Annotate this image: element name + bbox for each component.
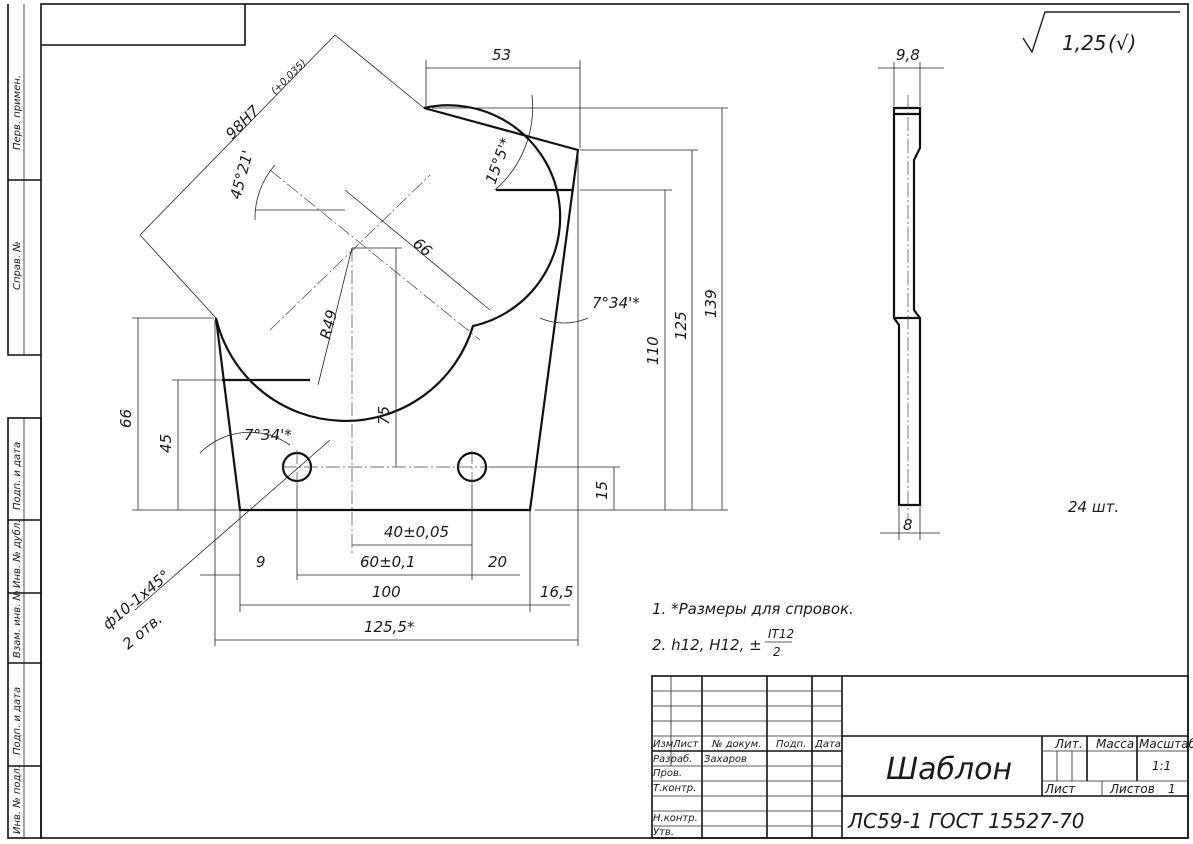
col-podp: Подп. [776,739,806,750]
top-left-stamp [41,4,246,46]
dim-75: 75 [375,406,393,425]
dim-60: 60±0,1 [360,553,416,571]
roughness-value: 1,25 [1062,31,1107,55]
side-strip-lower [7,417,42,839]
dim-angle-45-21: 45°21' [226,148,256,201]
dim-53: 53 [492,46,511,64]
dim-125-5: 125,5* [364,618,415,636]
dim-66-left: 66 [117,409,135,428]
dim-98h7-tolerance: (+0,035) [269,58,308,97]
note-2-denominator: 2 [773,645,781,659]
side-view: 9,8 8 [878,46,944,540]
dim-66-diag: 66 [409,234,435,260]
podp-data-label-2: Подп. и дата [12,687,23,755]
note-2-numerator: IT12 [768,627,794,641]
note-1: 1. *Размеры для спровок. [652,600,854,618]
list-label: Лист [1044,782,1076,796]
inv-podl-label: Инв. № подл. [12,765,23,834]
col-list: Лист [672,739,700,750]
dim-9: 9 [256,553,266,571]
col-data: Дата [814,739,841,750]
row-razrab: Разраб. [653,753,692,765]
col-doc: № докум. [711,739,761,750]
dim-angle-7-34-left: 7°34'* [244,426,292,444]
dim-20: 20 [488,553,507,571]
dim-110: 110 [644,336,662,365]
lit-label: Лит. [1054,737,1083,751]
listov-label: Листов [1109,782,1155,796]
main-view [214,104,580,555]
drawing-title: Шаблон [886,752,1012,787]
material-label: ЛС59-1 ГОСТ 15527-70 [847,809,1084,833]
row-tkontr: Т.контр. [653,783,696,794]
surface-roughness-sign [1022,11,1180,54]
roughness-suffix: (√) [1108,31,1136,55]
dim-139: 139 [702,289,720,318]
listov-value: 1 [1168,782,1176,796]
inner-border [40,3,1189,839]
dim-98h7: 98H7 [222,102,263,143]
side-strip-upper [7,4,41,356]
massa-label: Масса [1096,737,1134,751]
side-strip-labels: Перв. примен. Справ. № Подп. и дата Инв.… [11,75,23,834]
dim-9-8: 9,8 [896,46,920,64]
dimension-labels: 53 98H7 (+0,035) 45°21' 15°5'* 66 R49 7°… [99,46,720,653]
masshtab-label: Масштаб [1139,737,1193,751]
dim-15: 15 [593,481,611,500]
dim-40: 40±0,05 [384,523,449,541]
row-prov: Пров. [653,768,682,779]
title-block: Изм. Лист № докум. Подп. Дата Разраб. За… [651,675,1193,839]
podp-data-label-1: Подп. и дата [12,442,23,510]
dim-angle-7-34-right: 7°34'* [592,294,640,312]
dim-45: 45 [157,434,175,453]
dim-100: 100 [372,583,401,601]
quantity-label: 24 шт. [1068,498,1119,516]
dimension-lines [132,34,728,646]
perv-primen-label: Перв. примен. [12,75,23,150]
scale-value: 1:1 [1152,759,1171,773]
inv-dubl-label: Инв. № дубл. [11,520,23,588]
dim-8: 8 [903,516,913,534]
dim-16-5: 16,5 [540,583,573,601]
dim-125: 125 [672,311,690,340]
part-outline [214,104,580,512]
technical-notes: 1. *Размеры для спровок. 2. h12, H12, ± … [652,600,854,659]
sheet-frame [7,3,1189,839]
dim-angle-15-5: 15°5'* [482,135,515,187]
row-nkontr: Н.контр. [653,813,698,824]
razrab-name: Захаров [704,754,747,765]
dim-r49: R49 [316,308,341,341]
sprav-no-label: Справ. № [12,241,23,290]
row-utv: Утв. [653,827,674,838]
side-view-outline [892,106,922,507]
col-izm: Изм. [653,739,677,750]
roughness-symbol: 1,25 (√) [1022,11,1180,55]
vzam-inv-label: Взам. инв. № [12,590,23,658]
note-2-prefix: 2. h12, H12, ± [652,636,762,654]
